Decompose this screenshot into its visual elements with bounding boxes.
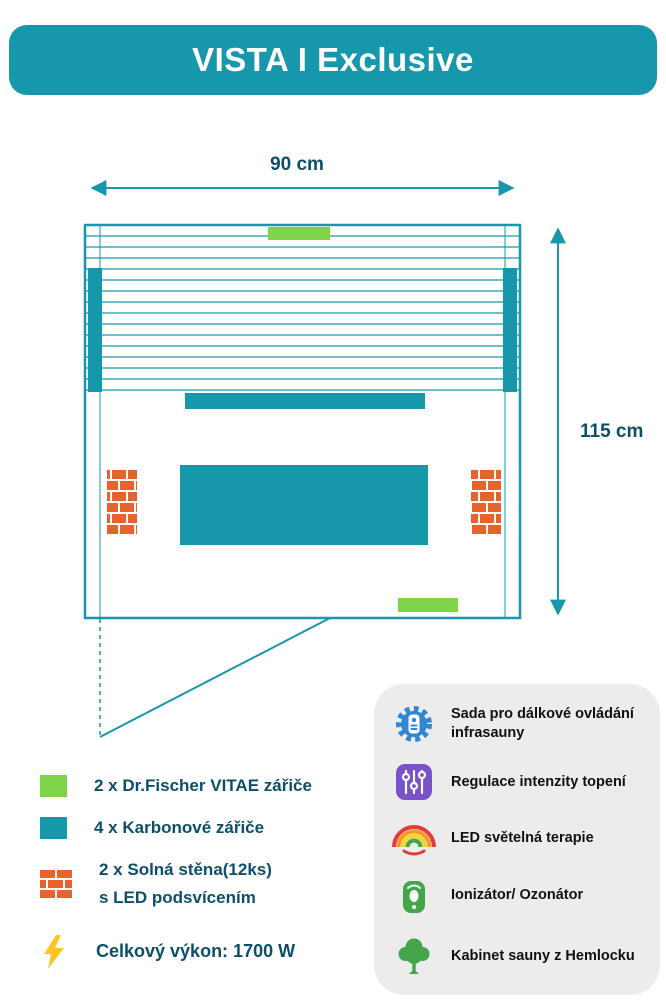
feature-label-intensity: Regulace intenzity topení [451, 773, 626, 790]
features-panel: Sada pro dálkové ovládání infrasauny Reg… [374, 684, 660, 995]
feature-label-led: LED světelná terapie [451, 830, 594, 847]
feature-remote-control: Sada pro dálkové ovládání infrasauny [390, 704, 646, 744]
legend-label-vitae: 2 x Dr.Fischer VITAE zářiče [94, 776, 312, 795]
sauna-outline [83, 223, 522, 620]
carbon-heater-swatch [40, 816, 67, 839]
intensity-sliders-icon [390, 763, 438, 801]
feature-intensity: Regulace intenzity topení [390, 763, 646, 801]
title-banner: VISTA I Exclusive [9, 25, 657, 95]
door-open-line [99, 617, 331, 738]
carbon-heater-bench [180, 465, 428, 545]
legend-item-power: Celkový výkon: 1700 W [40, 934, 312, 969]
feature-label-cabinet: Kabinet sauny z Hemlocku [451, 947, 635, 964]
legend: 2 x Dr.Fischer VITAE zářiče 4 x Karbonov… [40, 772, 312, 969]
salt-wall-left [107, 470, 137, 536]
feature-cabinet: Kabinet sauny z Hemlocku [390, 935, 646, 977]
legend-label-salt-wall-line2: s LED podsvícením [99, 887, 256, 907]
feature-label-remote: Sada pro dálkové ovládání infrasauny [451, 706, 634, 741]
legend-label-salt-wall-line1: 2 x Solná stěna(12ks) [99, 860, 272, 880]
page-title: VISTA I Exclusive [192, 41, 474, 78]
carbon-heater-right [503, 268, 517, 392]
ionizer-icon [390, 876, 438, 916]
vitae-heater-swatch [40, 774, 67, 797]
carbon-heater-left [88, 268, 102, 392]
tree-icon [390, 935, 438, 977]
remote-control-icon [390, 704, 438, 744]
rainbow-icon [390, 821, 438, 857]
salt-wall-swatch [40, 869, 72, 898]
feature-ionizer: Ionizátor/ Ozonátor [390, 876, 646, 916]
feature-led-therapy: LED světelná terapie [390, 821, 646, 857]
sauna-floor-plan: 90 cm 115 cm [83, 154, 643, 738]
vitae-heater-bottom [398, 598, 458, 612]
vitae-heater-top [268, 227, 330, 240]
salt-wall-right [471, 470, 501, 536]
power-label: Celkový výkon: 1700 W [96, 941, 296, 962]
legend-item-carbon: 4 x Karbonové zářiče [40, 814, 312, 841]
legend-item-vitae: 2 x Dr.Fischer VITAE zářiče [40, 772, 312, 799]
legend-label-carbon: 4 x Karbonové zářiče [94, 818, 265, 838]
feature-label-ionizer: Ionizátor/ Ozonátor [451, 887, 584, 904]
legend-label-salt-wall: 2 x Solná stěna(12ks) s LED podsvícením [99, 856, 272, 910]
width-dimension-label: 90 cm [270, 154, 324, 175]
legend-item-salt-wall: 2 x Solná stěna(12ks) s LED podsvícením [40, 856, 312, 910]
lightning-bolt-icon [44, 934, 64, 969]
height-dimension-label: 115 cm [580, 421, 643, 442]
carbon-heater-back [185, 393, 425, 409]
